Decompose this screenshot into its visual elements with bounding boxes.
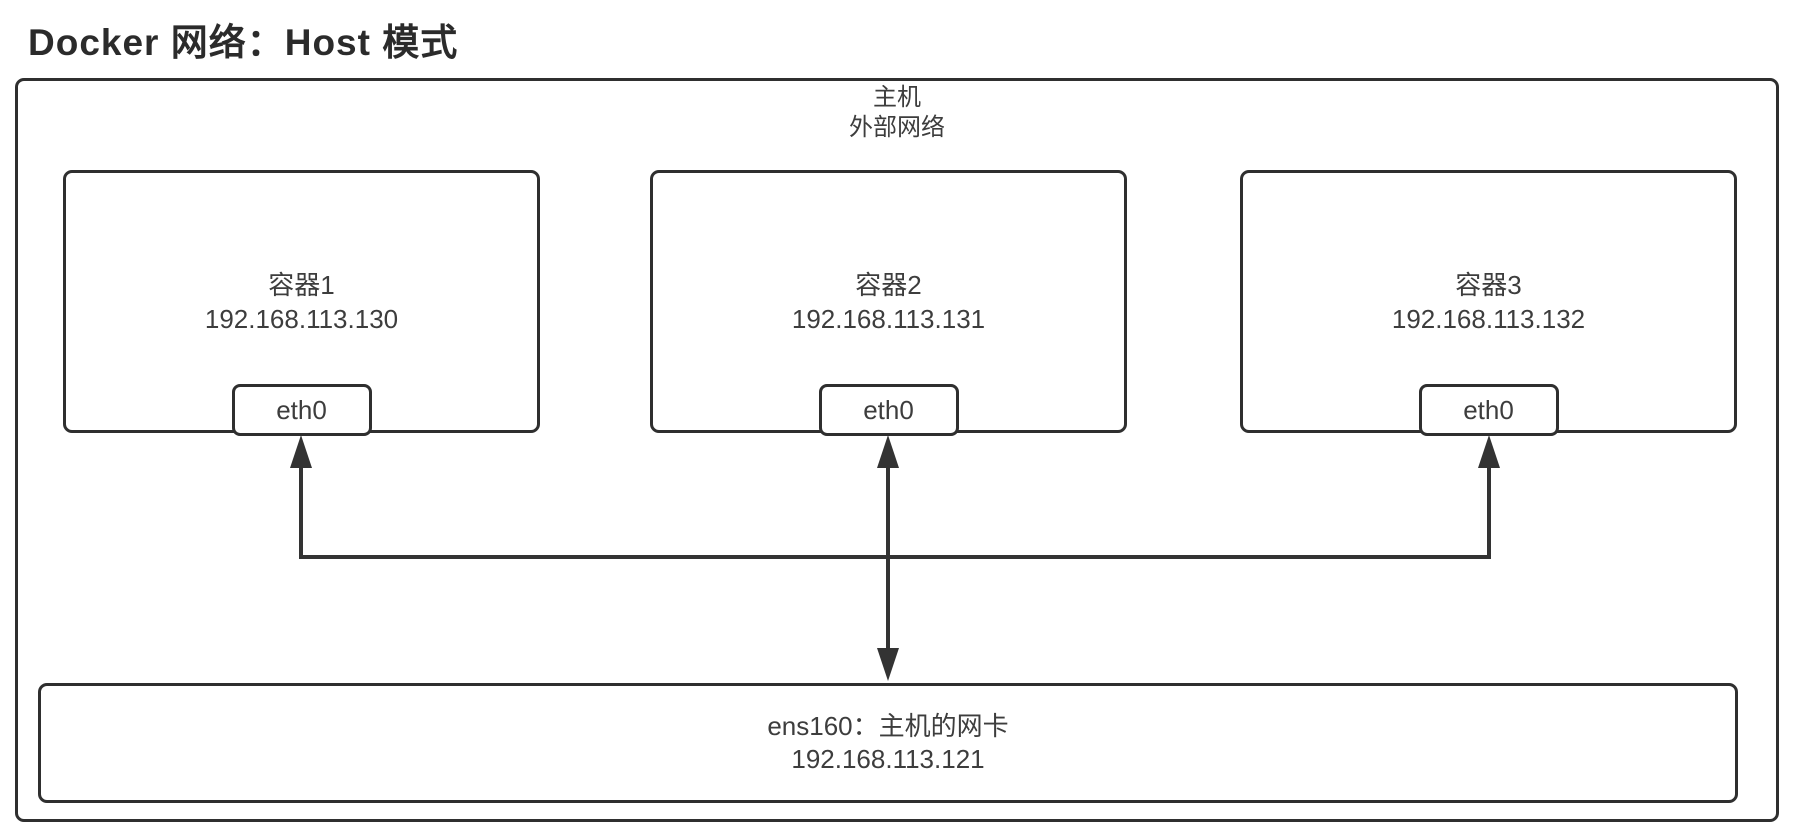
container-2-ip: 192.168.113.131 xyxy=(791,303,986,334)
host-nic-ip: 192.168.113.121 xyxy=(791,744,985,774)
container-2-name: 容器2 xyxy=(855,269,922,300)
container-3-name: 容器3 xyxy=(1455,269,1522,300)
container-3-ip: 192.168.113.132 xyxy=(1391,303,1586,334)
page-title: Docker 网络：Host 模式 xyxy=(28,22,459,63)
host-nic-label: ens160：主机的网卡 xyxy=(767,711,1009,741)
host-label-line1: 主机 xyxy=(873,84,921,111)
container-3-eth0-port: eth0 xyxy=(1418,384,1559,436)
container-3-box: 容器3 192.168.113.132 eth0 xyxy=(1240,170,1737,436)
host-nic-box: ens160：主机的网卡 192.168.113.121 xyxy=(38,683,1738,803)
container-2-eth0-port: eth0 xyxy=(818,384,959,436)
container-1-eth0-port: eth0 xyxy=(231,384,372,436)
host-label-line2: 外部网络 xyxy=(849,114,945,141)
container-1-box: 容器1 192.168.113.130 eth0 xyxy=(63,170,540,436)
host-label: 主机 外部网络 xyxy=(15,83,1779,143)
container-1-ip: 192.168.113.130 xyxy=(204,303,399,334)
container-1-name: 容器1 xyxy=(268,269,335,300)
container-2-box: 容器2 192.168.113.131 eth0 xyxy=(650,170,1127,436)
